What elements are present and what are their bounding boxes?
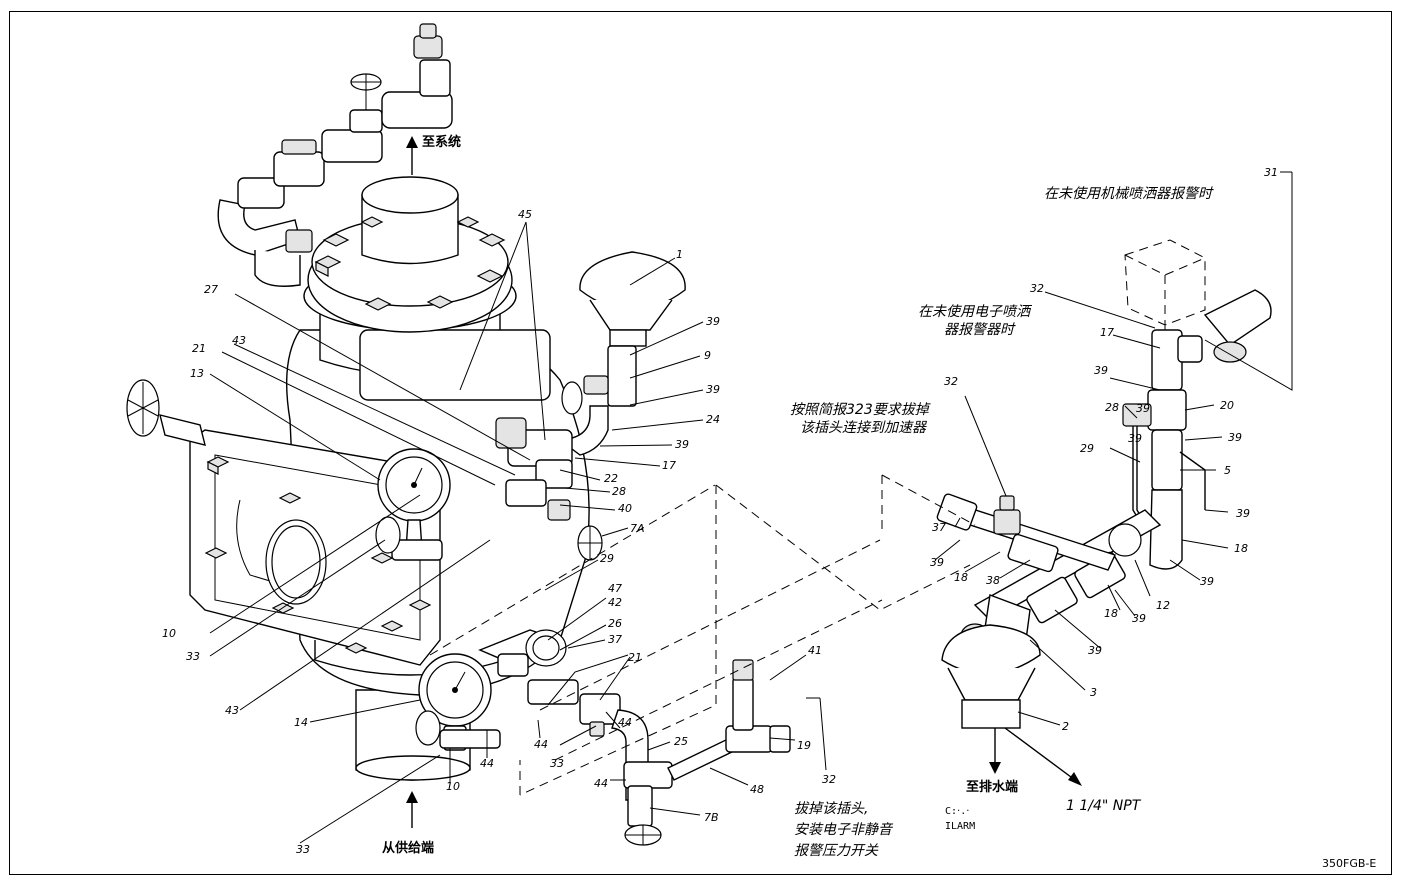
callout-5: 5 [1224,464,1231,477]
alarm-trim-assembly [375,251,791,846]
drawing-id: 350FGB-E [1322,857,1376,870]
callout-20: 20 [1220,399,1234,412]
callout-31: 31 [1264,166,1278,179]
no-mech-alarm-note: 在未使用机械喷洒器报警时 [1044,186,1214,202]
callout-44: 44 [480,757,494,770]
callout-43: 43 [232,334,246,347]
leader-lines [209,171,1293,844]
drawing-border [9,11,1392,875]
callout-42: 42 [608,596,622,609]
callout-3: 3 [1090,686,1097,699]
callout-39: 39 [1236,507,1250,520]
callout-28: 28 [612,485,626,498]
callout-40: 40 [618,502,632,515]
callout-17: 17 [1100,326,1114,339]
callout-32: 32 [944,375,958,388]
callout-9: 9 [704,349,711,362]
cropped-text-fragment-2: ILARM [945,821,975,832]
callout-44: 44 [618,716,632,729]
callout-47: 47 [608,582,622,595]
callout-21: 21 [192,342,206,355]
callout-45: 45 [518,208,532,221]
callout-43: 43 [225,704,239,717]
callout-21: 21 [628,651,642,664]
callout-39: 39 [1094,364,1108,377]
remove-plug-note-line2: 安装电子非静音 [794,822,894,838]
callout-37: 37 [932,521,946,534]
callout-24: 24 [706,413,720,426]
no-elec-alarm-note-line2: 器报警器时 [944,322,1016,338]
text-notes: 至系统 从供给端 至排水端 1 1/4" NPT 在未使用机械喷洒器报警时 在未… [382,134,1376,870]
callout-33: 33 [550,757,564,770]
callout-39: 39 [930,556,944,569]
callout-2: 2 [1062,720,1069,733]
callout-29: 29 [600,552,614,565]
callout-7A: 7A [630,522,645,535]
callout-39: 39 [1228,431,1242,444]
callout-44: 44 [594,777,608,790]
callout-39: 39 [706,315,720,328]
callout-26: 26 [608,617,622,630]
from-supply-label: 从供给端 [382,840,434,856]
accelerator-dashed-lines [429,474,976,796]
accelerator-note-line1: 按照简报323要求拔掉 [790,402,931,418]
callout-19: 19 [797,739,811,752]
remove-plug-note-line1: 拔掉该插头, [794,801,868,817]
callout-1: 1 [676,248,683,261]
callout-28: 28 [1105,401,1119,414]
callout-39: 39 [1132,612,1146,625]
callout-29: 29 [1080,442,1094,455]
callout-39: 39 [675,438,689,451]
callout-14: 14 [294,716,308,729]
callout-13: 13 [190,367,204,380]
callout-39: 39 [1128,432,1142,445]
callout-18: 18 [1234,542,1248,555]
to-system-label: 至系统 [422,134,461,150]
accelerator-note-line2: 该插头连接到加速器 [800,420,928,436]
callout-39: 39 [706,383,720,396]
to-drain-label: 至排水端 [966,779,1018,795]
no-elec-alarm-note-line1: 在未使用电子喷洒 [918,304,1033,320]
callout-33: 33 [296,843,310,856]
callout-37: 37 [608,633,622,646]
callout-32: 32 [1030,282,1044,295]
remove-plug-note-line3: 报警压力开关 [794,843,879,859]
callout-48: 48 [750,783,764,796]
callout-38: 38 [986,574,1000,587]
callout-18: 18 [954,571,968,584]
system-piping [217,23,453,287]
npt-label: 1 1/4" NPT [1066,798,1142,814]
callout-10: 10 [162,627,176,640]
callout-25: 25 [674,735,688,748]
callout-41: 41 [808,644,822,657]
callout-27: 27 [204,283,218,296]
callout-numbers: 1 39 9 39 24 39 17 22 28 40 7A 29 45 27 … [162,166,1278,856]
cropped-text-fragment-1: Ϲ:‧.‧ [945,806,969,817]
callout-17: 17 [662,459,676,472]
callout-7B: 7B [704,811,719,824]
callout-39: 39 [1200,575,1214,588]
callout-39: 39 [1088,644,1102,657]
callout-22: 22 [604,472,618,485]
callout-39: 39 [1136,402,1150,415]
callout-10: 10 [446,780,460,793]
callout-44: 44 [534,738,548,751]
callout-12: 12 [1156,599,1170,612]
callout-32: 32 [822,773,836,786]
callout-33: 33 [186,650,200,663]
main-valve-body [126,176,590,781]
callout-18: 18 [1104,607,1118,620]
